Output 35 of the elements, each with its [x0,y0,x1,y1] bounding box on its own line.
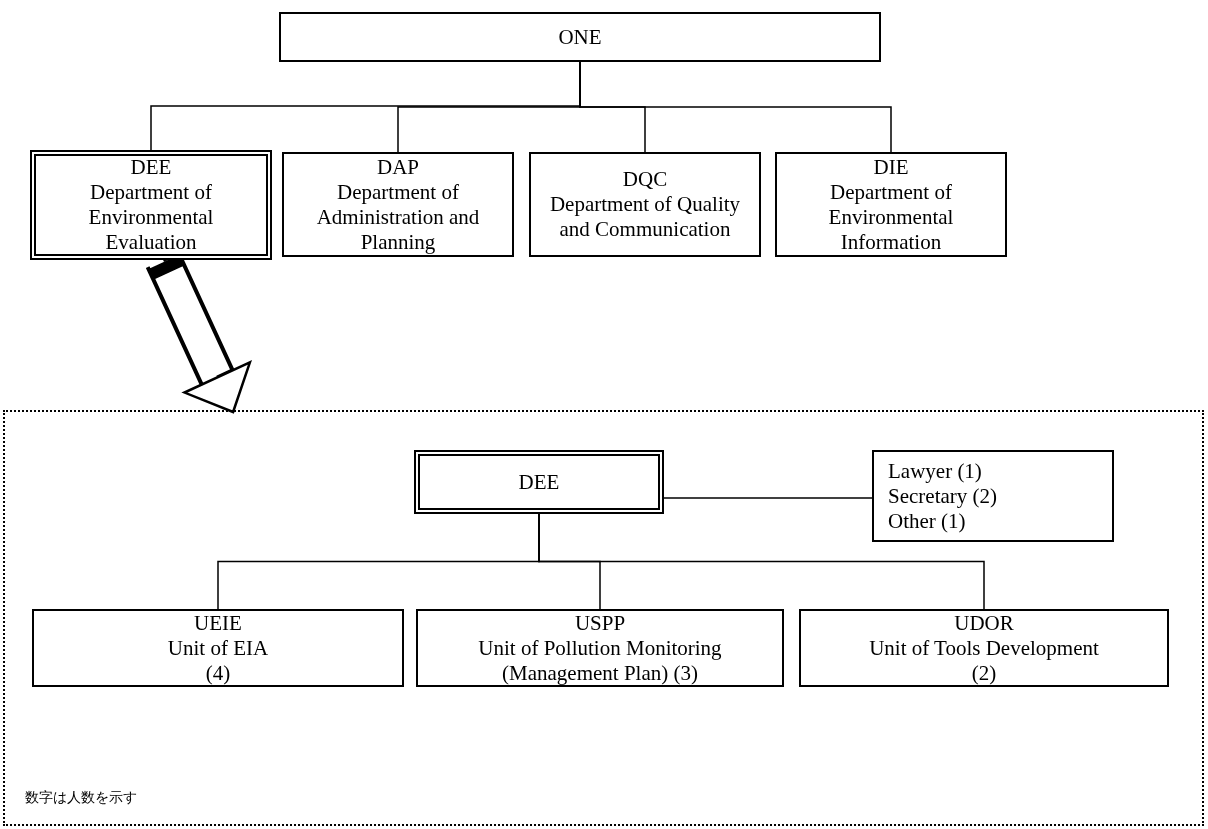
unit-code: DQC [622,167,668,192]
unit-name: Department of Environmental Information [827,179,955,255]
org-box [775,152,1007,257]
org-box [416,609,784,687]
highlighted-org-box [414,450,664,514]
unit-name: Department of Quality and Communication [548,192,742,242]
unit-code: DEE [130,155,172,180]
staff-text: Secretary (2) [888,483,998,509]
unit-name: Unit of Pollution Monitoring (Management Plan) (3) [477,635,723,686]
unit-code: DAP [377,154,419,180]
unit-name: (2) [971,660,997,686]
unit-code: USPP [574,610,626,636]
detail-frame [3,410,1204,826]
staff-box [872,450,1114,542]
unit-code: UDOR [954,610,1014,636]
unit-name: Unit of EIA [167,635,269,661]
unit-name: (4) [205,660,231,686]
org-box [32,609,404,687]
org-box [799,609,1169,687]
note-text: 数字は人数を示す [25,788,137,807]
unit-code: UEIE [194,610,242,636]
org-box [282,152,514,257]
unit-name: Department of Environmental Evaluation [87,180,215,255]
highlighted-org-box [30,150,272,260]
unit-name: DEE [518,469,560,495]
org-box [279,12,881,62]
staff-text: Other (1) [888,508,966,534]
unit-name: ONE [558,24,602,50]
connector-line [538,513,985,610]
org-box [529,152,761,257]
unit-name: Department of Administration and Planning [315,179,481,255]
unit-name: Unit of Tools Development [869,635,1099,661]
staff-text: Lawyer (1) [888,458,982,484]
connector-line [663,497,873,499]
unit-code: DIE [873,154,909,180]
